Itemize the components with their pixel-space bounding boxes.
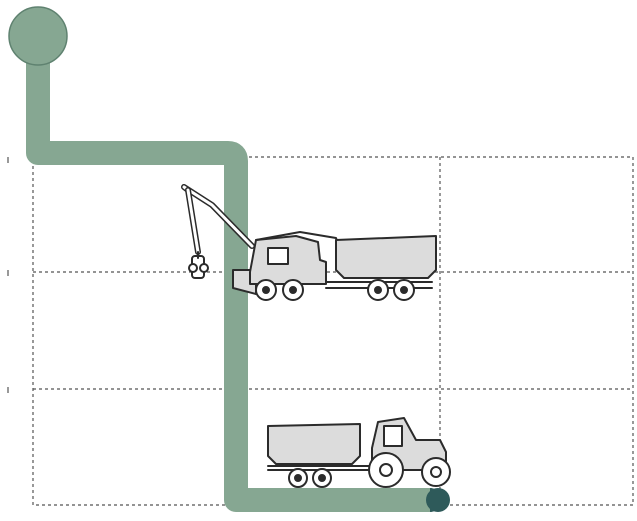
forwarder-trailer bbox=[336, 236, 436, 278]
route-start-marker bbox=[9, 7, 67, 65]
route-end-cap bbox=[426, 488, 450, 512]
grapple-icon bbox=[189, 252, 208, 278]
tractor-trailer bbox=[268, 424, 360, 464]
forwarder-icon bbox=[184, 187, 436, 300]
tractor-icon bbox=[268, 418, 450, 487]
